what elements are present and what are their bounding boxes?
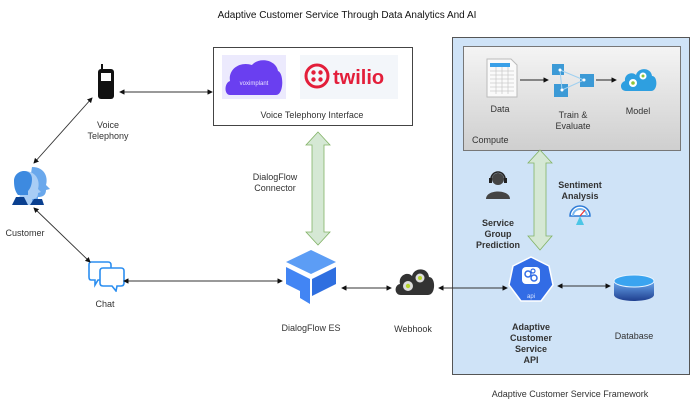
framework-label: Adaptive Customer Service Framework (491, 389, 649, 399)
twilio-logo: twilio (300, 55, 398, 99)
model-label: Model (625, 106, 651, 116)
sentiment-gauge-icon (569, 205, 591, 225)
data-label: Data (490, 104, 510, 114)
chat-label: Chat (95, 299, 115, 309)
service-group-label-3: Prediction (475, 240, 520, 250)
database-label: Database (614, 331, 654, 341)
api-label-1: Adaptive (511, 322, 550, 332)
diagram-title: Adaptive Customer Service Through Data A… (217, 10, 477, 21)
model-cloud-icon (620, 69, 657, 91)
webhook-cloud-gears-icon (395, 269, 435, 295)
api-label-3: Service (514, 344, 548, 354)
agent-headset-icon (486, 171, 510, 199)
data-spreadsheet-icon (486, 58, 518, 98)
service-group-label-1: Service (481, 218, 515, 228)
voximplant-logo: voximplant (222, 55, 286, 99)
database-icon (613, 274, 655, 301)
sentiment-label-2: Analysis (561, 191, 599, 201)
dialogflow-es-icon (286, 250, 336, 304)
voice-telephony-interface-label: Voice Telephony Interface (260, 110, 364, 120)
train-label-line2: Evaluate (555, 121, 591, 131)
svg-text:twilio: twilio (333, 67, 384, 89)
dialogflow-es-label: DialogFlow ES (281, 323, 341, 333)
api-label-2: Customer (509, 333, 552, 343)
train-label-line1: Train & (558, 110, 588, 120)
api-hub-icon (508, 256, 554, 302)
chat-bubbles-icon (88, 261, 125, 292)
compute-label: Compute (472, 135, 509, 145)
train-evaluate-icon (552, 64, 594, 97)
api-badge-text: api (526, 294, 535, 300)
voice-telephony-label-1: Voice (96, 120, 120, 130)
dialogflow-connector-label-1: DialogFlow (252, 172, 298, 182)
voice-telephony-label-2: Telephony (87, 131, 129, 141)
customer-label: Customer (5, 228, 45, 238)
dialogflow-connector-label-2: Connector (254, 183, 296, 193)
svg-text:voximplant: voximplant (240, 81, 269, 87)
customer-people-icon (12, 167, 50, 205)
service-group-label-2: Group (484, 229, 512, 239)
mobile-phone-icon (98, 64, 114, 99)
sentiment-label-1: Sentiment (558, 180, 602, 190)
api-label-4: API (523, 355, 539, 365)
webhook-label: Webhook (394, 324, 432, 334)
